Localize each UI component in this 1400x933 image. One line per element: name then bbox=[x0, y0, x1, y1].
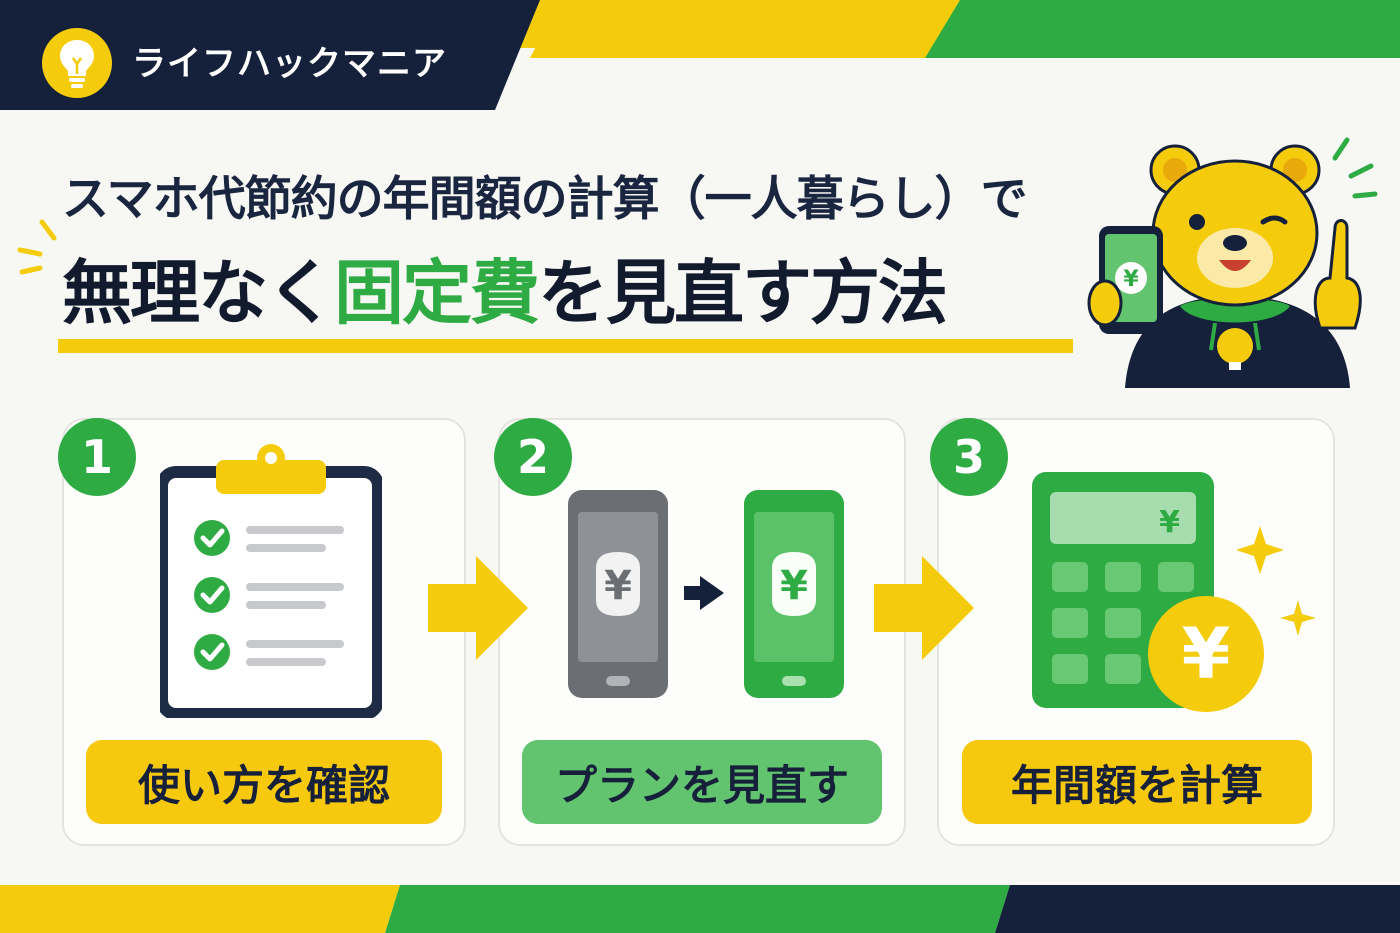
headline-main-highlight: 固定費 bbox=[334, 252, 540, 334]
headline-main: 無理なく固定費を見直す方法 bbox=[62, 248, 948, 338]
lightbulb-logo-icon bbox=[42, 28, 112, 98]
calculator-yen-icon: ¥ ¥ bbox=[1032, 472, 1316, 712]
sparkle-lines-icon bbox=[17, 219, 57, 275]
bear-mascot-illustration: ¥ bbox=[1087, 137, 1378, 388]
clipboard-checklist-icon bbox=[160, 444, 382, 718]
step-label-2: プランを見直す bbox=[522, 740, 882, 824]
step-number-3: 3 bbox=[930, 418, 1008, 496]
step-number-2: 2 bbox=[494, 418, 572, 496]
phone-plan-switch-icon: ¥ ¥ bbox=[568, 490, 844, 698]
header-band bbox=[0, 0, 1400, 110]
brand-name: ライフハックマニア bbox=[132, 44, 447, 84]
headline-main-pre: 無理なく bbox=[62, 252, 336, 334]
yen-symbol: ¥ bbox=[1182, 613, 1231, 695]
yen-symbol: ¥ bbox=[1159, 505, 1180, 540]
yen-symbol: ¥ bbox=[780, 563, 808, 609]
headline-main-post: を見直す方法 bbox=[538, 252, 948, 334]
yen-symbol: ¥ bbox=[604, 563, 632, 609]
arrow-right-icon bbox=[874, 556, 974, 660]
svg-text:¥: ¥ bbox=[1123, 267, 1139, 292]
arrow-right-icon bbox=[428, 556, 528, 660]
footer-band bbox=[0, 885, 1400, 933]
step-label-3: 年間額を計算 bbox=[962, 740, 1312, 824]
headline-subtitle: スマホ代節約の年間額の計算（一人暮らし）で bbox=[62, 172, 1028, 227]
step-label-1: 使い方を確認 bbox=[86, 740, 442, 824]
headline-underline bbox=[58, 339, 1073, 353]
step-number-1: 1 bbox=[58, 418, 136, 496]
